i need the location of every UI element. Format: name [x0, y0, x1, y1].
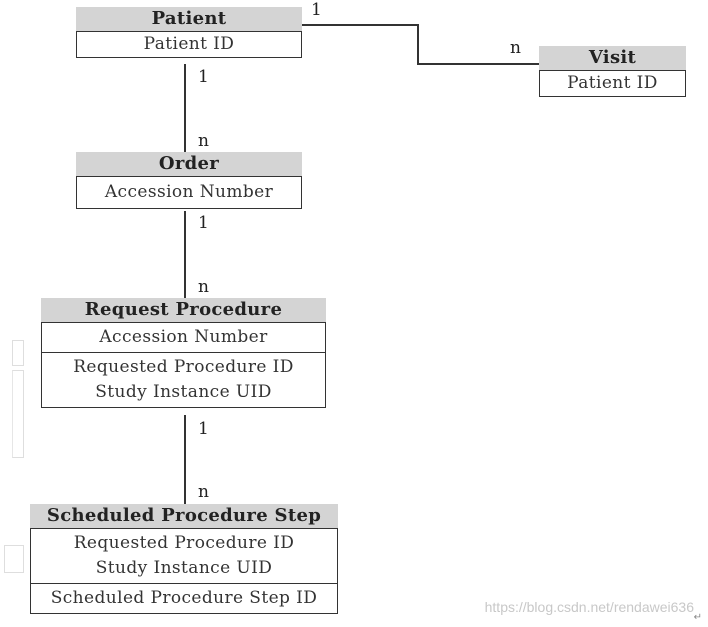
entity-patient[interactable]: Patient Patient ID	[76, 7, 302, 58]
connector-patient-visit-h1	[301, 24, 418, 26]
connector-patient-order	[184, 64, 186, 152]
entity-body: Requested Procedure ID Study Instance UI…	[30, 528, 338, 614]
entity-title: Visit	[539, 46, 686, 70]
left-edge-artifact	[12, 340, 24, 366]
entity-field: Requested Procedure ID	[73, 357, 294, 377]
watermark-text: https://blog.csdn.net/rendawei636	[484, 599, 694, 615]
cardinality-patient-order-from: 1	[198, 67, 209, 87]
entity-body: Patient ID	[539, 70, 686, 97]
cardinality-order-request-to: n	[198, 277, 209, 297]
entity-field: Study Instance UID	[95, 558, 273, 578]
entity-body: Accession Number Requested Procedure ID …	[41, 322, 326, 408]
entity-request-procedure[interactable]: Request Procedure Accession Number Reque…	[41, 298, 326, 408]
entity-scheduled-procedure-step[interactable]: Scheduled Procedure Step Requested Proce…	[30, 504, 338, 614]
entity-visit[interactable]: Visit Patient ID	[539, 46, 686, 97]
cardinality-order-request-from: 1	[198, 213, 209, 233]
entity-field: Accession Number	[99, 327, 268, 347]
entity-title: Request Procedure	[41, 298, 326, 322]
entity-field: Patient ID	[143, 34, 235, 54]
entity-field: Requested Procedure ID	[73, 533, 295, 553]
entity-field: Study Instance UID	[95, 382, 272, 402]
return-mark-icon: ↵	[693, 612, 702, 623]
left-edge-artifact	[4, 545, 24, 573]
entity-field: Patient ID	[567, 73, 658, 93]
cardinality-patient-visit-from: 1	[311, 0, 322, 20]
entity-title: Order	[76, 152, 302, 176]
connector-patient-visit-v	[417, 24, 419, 65]
entity-section: Accession Number	[42, 323, 325, 352]
connector-request-sps	[184, 415, 186, 504]
entity-title: Scheduled Procedure Step	[30, 504, 338, 528]
entity-title: Patient	[76, 7, 302, 31]
cardinality-patient-order-to: n	[198, 131, 209, 151]
entity-field: Scheduled Procedure Step ID	[50, 588, 318, 608]
connector-order-request	[184, 211, 186, 298]
entity-section: Requested Procedure ID Study Instance UI…	[31, 529, 337, 583]
entity-body: Accession Number	[76, 176, 302, 209]
entity-order[interactable]: Order Accession Number	[76, 152, 302, 209]
entity-section: Requested Procedure ID Study Instance UI…	[42, 352, 325, 407]
cardinality-request-sps-to: n	[198, 482, 209, 502]
left-edge-artifact	[12, 370, 24, 458]
entity-body: Patient ID	[76, 31, 302, 58]
cardinality-patient-visit-to: n	[510, 38, 521, 58]
cardinality-request-sps-from: 1	[198, 419, 209, 439]
entity-field: Accession Number	[104, 182, 274, 202]
entity-section: Scheduled Procedure Step ID	[31, 583, 337, 613]
connector-patient-visit-h2	[417, 63, 541, 65]
